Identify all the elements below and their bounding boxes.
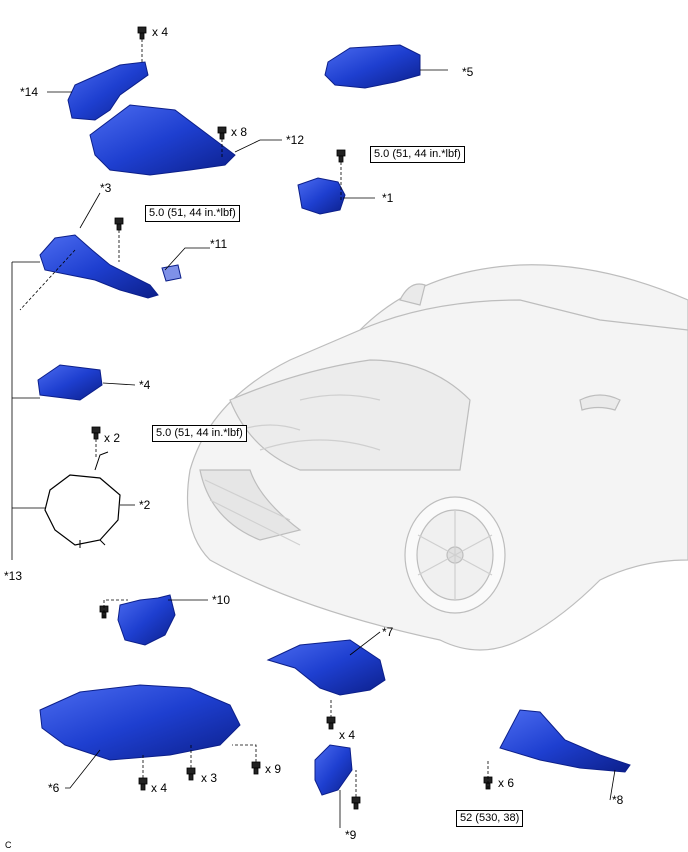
bolt-icon (186, 767, 196, 775)
bolt-icon (351, 796, 361, 804)
torque-spec-part-3: 5.0 (51, 44 in.*lbf) (145, 205, 240, 222)
corner-code: C (5, 840, 12, 850)
callout-12: *12 (286, 133, 304, 147)
part-4-filter-element (37, 364, 103, 401)
bolts (91, 26, 493, 810)
qty-x3: x 3 (201, 771, 217, 785)
part-7-cover (266, 639, 386, 696)
callout-8: *8 (612, 793, 624, 807)
callout-9: *9 (345, 828, 357, 842)
part-5-intake (324, 44, 421, 89)
part-11-clamp (161, 264, 182, 282)
callout-2: *2 (139, 498, 151, 512)
callout-3: *3 (100, 181, 112, 195)
part-1-bracket (297, 177, 346, 215)
torque-spec-part-8: 52 (530, 38) (456, 810, 524, 827)
dashed-fastener-lines (19, 39, 489, 797)
qty-x4-top: x 4 (152, 25, 168, 39)
qty-x8: x 8 (231, 125, 247, 139)
callout-6: *6 (48, 781, 60, 795)
callout-11: *11 (210, 237, 227, 251)
leader-lines (11, 69, 616, 828)
part-2-air-cleaner-case (44, 474, 121, 546)
bolt-icon (137, 26, 147, 34)
part-9-bracket (314, 744, 353, 796)
qty-x6: x 6 (498, 776, 514, 790)
callout-5: *5 (462, 65, 474, 79)
part-8-side-cover (499, 709, 631, 773)
callout-14: *14 (20, 85, 38, 99)
qty-x2: x 2 (104, 431, 120, 445)
part-6-under-cover (39, 684, 241, 761)
bolt-icon (336, 149, 346, 157)
part-10-bracket (117, 594, 176, 646)
qty-x4-part7: x 4 (339, 728, 355, 742)
bolt-icon (251, 761, 261, 769)
callout-10: *10 (212, 593, 230, 607)
bolt-icon (138, 777, 148, 785)
bolt-icon (114, 217, 124, 225)
bolt-icon (217, 126, 227, 134)
part-2-bracket (79, 451, 109, 548)
qty-x4-part6: x 4 (151, 781, 167, 795)
part-14-upper-cover (67, 61, 149, 121)
part-12-engine-cover (89, 104, 236, 176)
part-3-air-cleaner-cap (39, 234, 159, 299)
vehicle-illustration (187, 264, 688, 651)
callout-4: *4 (139, 378, 151, 392)
bolt-icon (91, 426, 101, 434)
bolt-icon (326, 716, 336, 724)
callout-7: *7 (382, 625, 394, 639)
qty-x9: x 9 (265, 762, 281, 776)
callout-13: *13 (4, 569, 22, 583)
callout-1: *1 (382, 191, 394, 205)
torque-spec-part-2: 5.0 (51, 44 in.*lbf) (152, 425, 247, 442)
torque-spec-part-1: 5.0 (51, 44 in.*lbf) (370, 146, 465, 163)
